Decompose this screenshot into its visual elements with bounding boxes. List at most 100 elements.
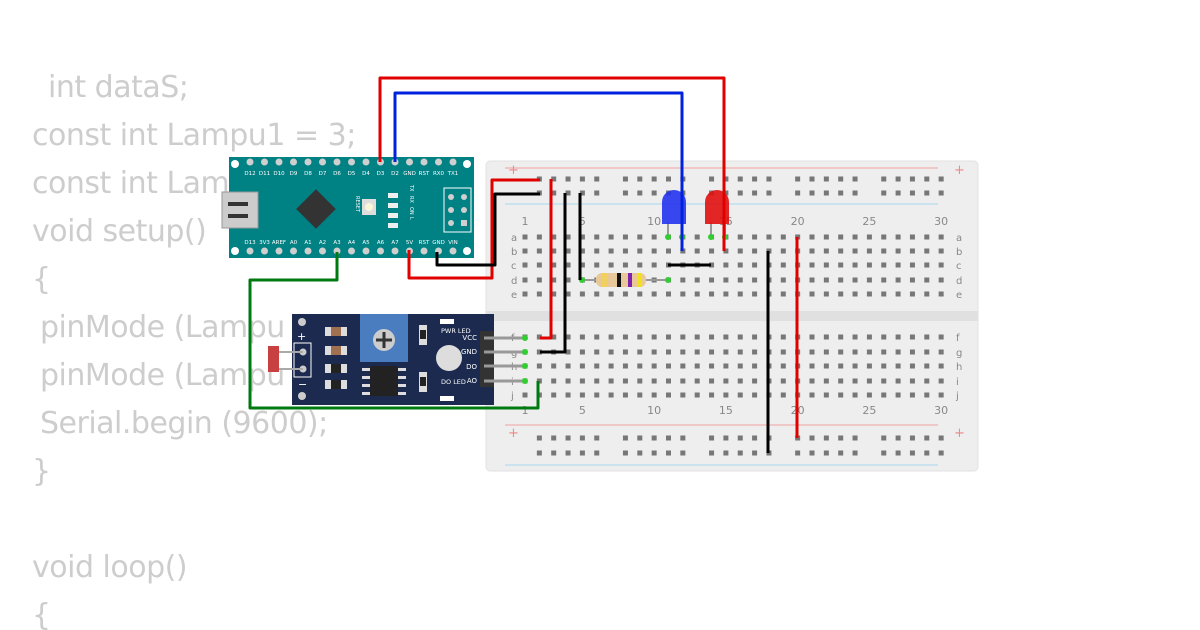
breadboard-hole[interactable]: [565, 262, 571, 268]
breadboard-hole[interactable]: [924, 363, 930, 369]
wire-vcc-sensor[interactable]: [540, 179, 553, 340]
breadboard-hole[interactable]: [838, 291, 844, 297]
breadboard-hole[interactable]: [809, 248, 815, 254]
rail-hole[interactable]: [909, 176, 915, 182]
breadboard-hole[interactable]: [838, 234, 844, 240]
breadboard-hole[interactable]: [780, 291, 786, 297]
rail-hole[interactable]: [809, 450, 815, 456]
breadboard-hole[interactable]: [551, 234, 557, 240]
rail-hole[interactable]: [924, 435, 930, 441]
rail-hole[interactable]: [536, 435, 542, 441]
breadboard-hole[interactable]: [780, 378, 786, 384]
breadboard-hole[interactable]: [809, 234, 815, 240]
breadboard-hole[interactable]: [737, 378, 743, 384]
rail-hole[interactable]: [895, 176, 901, 182]
breadboard[interactable]: + + + + 115510101515202025253030aabbccdd…: [485, 160, 979, 472]
breadboard-hole[interactable]: [737, 392, 743, 398]
breadboard-hole[interactable]: [522, 392, 528, 398]
rail-hole[interactable]: [809, 176, 815, 182]
breadboard-hole[interactable]: [680, 363, 686, 369]
breadboard-hole[interactable]: [694, 334, 700, 340]
breadboard-hole[interactable]: [637, 392, 643, 398]
breadboard-hole[interactable]: [924, 291, 930, 297]
rail-hole[interactable]: [651, 176, 657, 182]
breadboard-hole[interactable]: [723, 248, 729, 254]
rail-hole[interactable]: [680, 435, 686, 441]
breadboard-hole[interactable]: [594, 363, 600, 369]
breadboard-hole[interactable]: [938, 248, 944, 254]
breadboard-hole[interactable]: [823, 392, 829, 398]
breadboard-hole[interactable]: [608, 262, 614, 268]
breadboard-hole[interactable]: [608, 363, 614, 369]
breadboard-hole[interactable]: [809, 262, 815, 268]
breadboard-hole[interactable]: [780, 234, 786, 240]
breadboard-hole[interactable]: [579, 291, 585, 297]
rail-hole[interactable]: [752, 450, 758, 456]
rail-hole[interactable]: [579, 190, 585, 196]
breadboard-hole[interactable]: [780, 363, 786, 369]
rail-hole[interactable]: [594, 435, 600, 441]
rail-hole[interactable]: [752, 190, 758, 196]
breadboard-hole[interactable]: [823, 291, 829, 297]
rail-hole[interactable]: [809, 435, 815, 441]
rail-hole[interactable]: [709, 450, 715, 456]
rail-hole[interactable]: [594, 450, 600, 456]
pin-header[interactable]: [290, 158, 297, 166]
breadboard-hole[interactable]: [737, 248, 743, 254]
breadboard-hole[interactable]: [881, 378, 887, 384]
pin-header[interactable]: [362, 247, 370, 255]
breadboard-hole[interactable]: [637, 291, 643, 297]
breadboard-hole[interactable]: [709, 262, 715, 268]
breadboard-hole[interactable]: [622, 234, 628, 240]
breadboard-hole[interactable]: [737, 349, 743, 355]
breadboard-hole[interactable]: [924, 234, 930, 240]
breadboard-hole[interactable]: [622, 262, 628, 268]
pin-header[interactable]: [406, 158, 413, 166]
rail-hole[interactable]: [795, 190, 801, 196]
breadboard-hole[interactable]: [709, 291, 715, 297]
rail-hole[interactable]: [651, 190, 657, 196]
breadboard-hole[interactable]: [594, 291, 600, 297]
breadboard-hole[interactable]: [723, 378, 729, 384]
breadboard-hole[interactable]: [608, 291, 614, 297]
breadboard-hole[interactable]: [608, 234, 614, 240]
wire-d2-blue-led[interactable]: [393, 91, 684, 251]
pin-header[interactable]: [391, 247, 399, 255]
breadboard-hole[interactable]: [622, 334, 628, 340]
rail-hole[interactable]: [666, 176, 671, 182]
rail-hole[interactable]: [565, 450, 571, 456]
breadboard-hole[interactable]: [694, 234, 700, 240]
breadboard-hole[interactable]: [909, 349, 915, 355]
breadboard-hole[interactable]: [866, 363, 872, 369]
rail-hole[interactable]: [823, 190, 829, 196]
breadboard-hole[interactable]: [823, 277, 829, 283]
breadboard-hole[interactable]: [809, 349, 815, 355]
breadboard-hole[interactable]: [723, 349, 729, 355]
rail-hole[interactable]: [852, 435, 858, 441]
breadboard-hole[interactable]: [924, 248, 930, 254]
breadboard-hole[interactable]: [536, 334, 542, 340]
breadboard-hole[interactable]: [579, 378, 585, 384]
breadboard-hole[interactable]: [622, 378, 628, 384]
breadboard-hole[interactable]: [622, 363, 628, 369]
breadboard-hole[interactable]: [637, 248, 643, 254]
pin-header[interactable]: [449, 158, 457, 166]
breadboard-hole[interactable]: [938, 334, 944, 340]
breadboard-hole[interactable]: [565, 291, 571, 297]
breadboard-hole[interactable]: [823, 234, 829, 240]
breadboard-hole[interactable]: [565, 334, 571, 340]
rail-hole[interactable]: [637, 176, 643, 182]
breadboard-hole[interactable]: [752, 378, 758, 384]
breadboard-hole[interactable]: [709, 349, 715, 355]
rail-hole[interactable]: [622, 450, 628, 456]
breadboard-hole[interactable]: [924, 262, 930, 268]
rail-hole[interactable]: [666, 450, 671, 456]
breadboard-hole[interactable]: [737, 291, 743, 297]
breadboard-hole[interactable]: [579, 234, 585, 240]
rail-hole[interactable]: [551, 435, 557, 441]
breadboard-hole[interactable]: [909, 334, 915, 340]
breadboard-hole[interactable]: [709, 248, 715, 254]
breadboard-hole[interactable]: [637, 349, 643, 355]
breadboard-hole[interactable]: [737, 363, 743, 369]
rail-hole[interactable]: [938, 190, 944, 196]
